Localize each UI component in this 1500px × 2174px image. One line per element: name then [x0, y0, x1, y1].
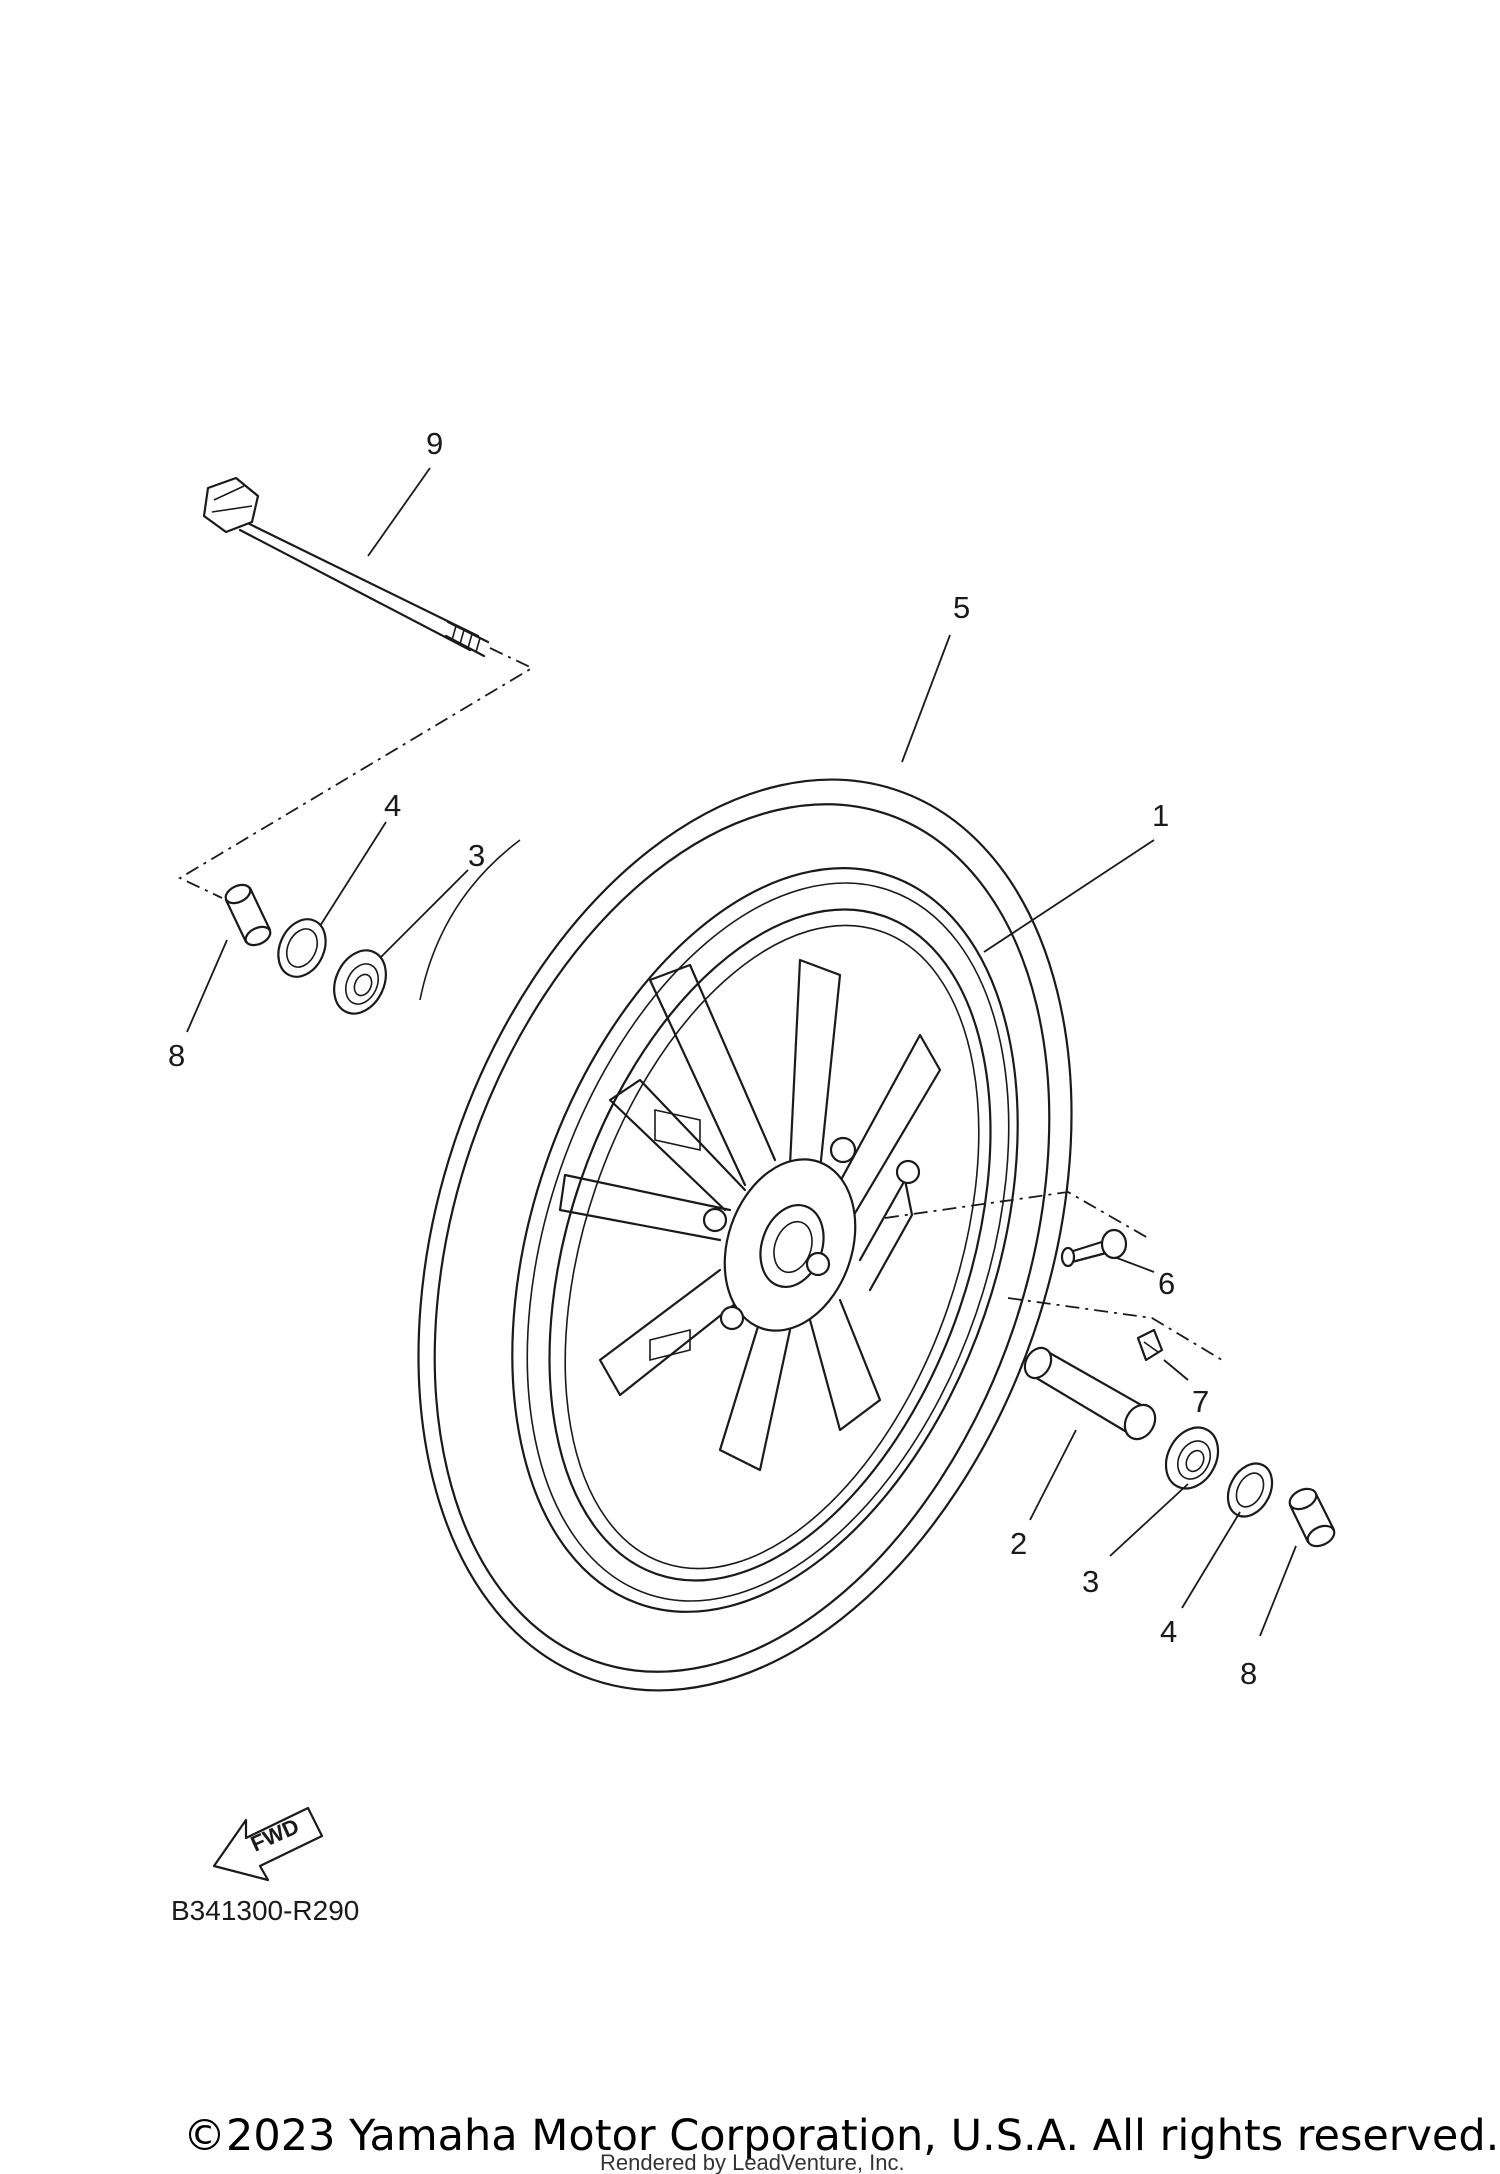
spacer-sleeve[interactable] [1020, 1343, 1162, 1444]
callout-4-right: 4 [1160, 1614, 1177, 1649]
leader-lines [186, 467, 1297, 1637]
callout-3-left: 3 [468, 838, 485, 873]
rim [511, 867, 1019, 1613]
callout-8-right: 8 [1240, 1656, 1257, 1691]
forward-arrow: FWD [212, 1806, 324, 1882]
diagram-code: B341300-R290 [171, 1895, 359, 1926]
tire-outer [417, 778, 1073, 1692]
hub [702, 1136, 921, 1332]
callout-8-left: 8 [168, 1038, 185, 1073]
spokes [558, 958, 942, 1472]
right-bearing[interactable] [1156, 1418, 1228, 1497]
front-wheel-assembly[interactable] [304, 691, 1187, 1778]
callout-9: 9 [426, 426, 443, 461]
callout-6: 6 [1158, 1266, 1175, 1301]
callout-4-left: 4 [384, 788, 401, 823]
left-oil-seal[interactable] [269, 912, 334, 985]
tire-valve[interactable] [1060, 1228, 1128, 1268]
callout-1: 1 [1152, 798, 1169, 833]
balance-weight[interactable] [1136, 1328, 1164, 1362]
copyright-notice: ©2023 Yamaha Motor Corporation, U.S.A. A… [183, 2111, 1499, 2161]
callout-7: 7 [1192, 1384, 1209, 1419]
callout-3-right: 3 [1082, 1564, 1099, 1599]
right-oil-seal[interactable] [1219, 1456, 1281, 1524]
callout-5: 5 [953, 590, 970, 625]
callouts: 9 5 1 4 3 8 6 7 2 3 4 8 [168, 426, 1257, 1691]
left-bearing[interactable] [324, 942, 395, 1022]
front-axle[interactable] [202, 476, 490, 658]
right-collar[interactable] [1287, 1485, 1338, 1550]
rendered-by-note: Rendered by LeadVenture, Inc. [600, 2150, 905, 2174]
left-collar[interactable] [223, 881, 273, 948]
callout-2: 2 [1010, 1526, 1027, 1561]
alignment-lines [178, 647, 1223, 1361]
